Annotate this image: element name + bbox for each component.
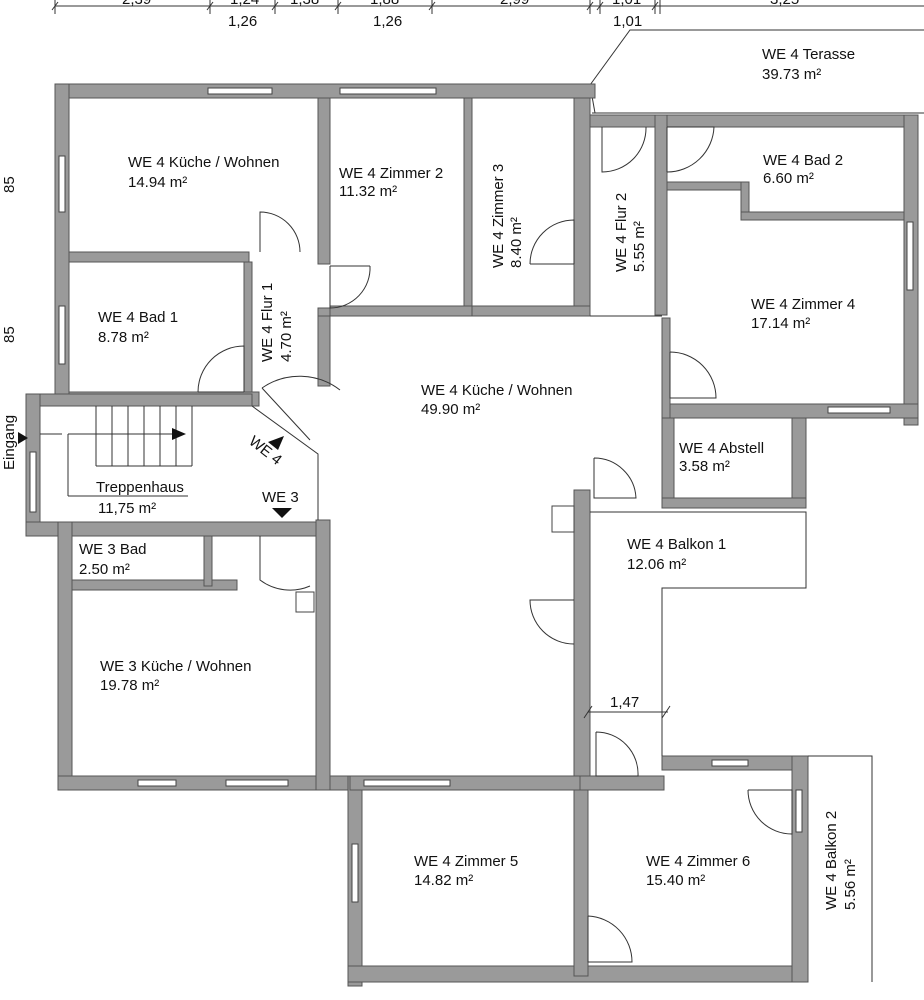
- unit-3-marker: WE 3: [262, 489, 299, 506]
- terrace-outline: [589, 29, 924, 114]
- dim-top-1: 2,39: [122, 0, 151, 8]
- svg-text:WE 4 Flur 2: WE 4 Flur 2: [613, 193, 630, 272]
- svg-text:WE 4 Zimmer 4: WE 4 Zimmer 4: [751, 296, 855, 313]
- svg-text:5.56 m²: 5.56 m²: [842, 859, 859, 910]
- dimension-lines: [51, 0, 924, 14]
- svg-text:15.40 m²: 15.40 m²: [646, 872, 705, 889]
- svg-text:14.94 m²: 14.94 m²: [128, 174, 187, 191]
- svg-text:WE 4 Bad 1: WE 4 Bad 1: [98, 309, 178, 326]
- svg-text:WE 4 Küche / Wohnen: WE 4 Küche / Wohnen: [128, 154, 279, 171]
- svg-text:6.60 m²: 6.60 m²: [763, 170, 814, 187]
- walls: [25, 83, 919, 987]
- dim-inner: 1,47: [610, 694, 639, 711]
- svg-text:17.14 m²: 17.14 m²: [751, 315, 810, 332]
- svg-text:WE 4 Zimmer 3: WE 4 Zimmer 3: [490, 164, 507, 268]
- svg-text:WE 4 Abstell: WE 4 Abstell: [679, 440, 764, 457]
- svg-text:WE 4 Zimmer 2: WE 4 Zimmer 2: [339, 165, 443, 182]
- svg-text:WE 4 Bad 2: WE 4 Bad 2: [763, 152, 843, 169]
- room-label-balkon-1: WE 4 Balkon 1 12.06 m²: [627, 536, 726, 573]
- svg-text:WE 3 Bad: WE 3 Bad: [79, 541, 147, 558]
- dim-second-3: 1,01: [613, 13, 642, 30]
- svg-text:11,75 m²: 11,75 m²: [98, 500, 156, 517]
- dim-left-1: 85: [1, 176, 18, 193]
- dim-top-7: 3,25: [770, 0, 799, 8]
- svg-text:14.82 m²: 14.82 m²: [414, 872, 473, 889]
- entrance-label: Eingang: [1, 415, 18, 470]
- room-label-zimmer-6: WE 4 Zimmer 6 15.40 m²: [646, 853, 750, 889]
- room-label-zimmer-2: WE 4 Zimmer 2 11.32 m²: [339, 165, 443, 200]
- room-label-we3-bad: WE 3 Bad 2.50 m²: [79, 541, 147, 578]
- windows: [29, 87, 914, 903]
- room-label-abstell: WE 4 Abstell 3.58 m²: [679, 440, 764, 475]
- room-label-zimmer-5: WE 4 Zimmer 5 14.82 m²: [414, 853, 518, 889]
- dim-top-2: 1,24: [230, 0, 259, 8]
- svg-text:WE 3 Küche / Wohnen: WE 3 Küche / Wohnen: [100, 658, 251, 675]
- svg-text:WE 4 Zimmer 5: WE 4 Zimmer 5: [414, 853, 518, 870]
- svg-text:WE 4 Zimmer 6: WE 4 Zimmer 6: [646, 853, 750, 870]
- svg-text:WE 4 Balkon 2: WE 4 Balkon 2: [823, 811, 840, 910]
- svg-text:WE 4 Küche / Wohnen: WE 4 Küche / Wohnen: [421, 382, 572, 399]
- svg-text:Treppenhaus: Treppenhaus: [96, 479, 184, 496]
- room-label-we3-kueche-wohnen: WE 3 Küche / Wohnen 19.78 m²: [100, 658, 251, 694]
- room-label-balkon-2: WE 4 Balkon 2 5.56 m²: [823, 811, 859, 910]
- room-label-terasse: WE 4 Terasse 39.73 m²: [762, 46, 855, 83]
- svg-text:WE 4 Flur 1: WE 4 Flur 1: [259, 283, 276, 362]
- room-label-flur-1: WE 4 Flur 1 4.70 m²: [259, 283, 295, 362]
- svg-text:4.70 m²: 4.70 m²: [278, 311, 295, 362]
- svg-text:WE 4 Balkon 1: WE 4 Balkon 1: [627, 536, 726, 553]
- svg-text:2.50 m²: 2.50 m²: [79, 561, 130, 578]
- balcony-outlines: [583, 315, 873, 982]
- room-label-bad-1: WE 4 Bad 1 8.78 m²: [98, 309, 178, 346]
- room-area: 39.73 m²: [762, 66, 821, 83]
- dim-top-4: 1,88: [370, 0, 399, 8]
- dim-top-6: 1,01: [612, 0, 641, 8]
- svg-text:49.90 m²: 49.90 m²: [421, 401, 480, 418]
- room-label-zimmer-4: WE 4 Zimmer 4 17.14 m²: [751, 296, 855, 332]
- svg-text:11.32 m²: 11.32 m²: [339, 183, 397, 200]
- room-label-zimmer-3: WE 4 Zimmer 3 8.40 m²: [490, 164, 525, 268]
- svg-text:8.40 m²: 8.40 m²: [508, 217, 525, 268]
- svg-text:3.58 m²: 3.58 m²: [679, 458, 730, 475]
- dim-top-5: 2,99: [500, 0, 529, 8]
- dim-left-2: 85: [1, 326, 18, 343]
- dim-top-3: 1,38: [290, 0, 319, 8]
- room-label-flur-2: WE 4 Flur 2 5.55 m²: [613, 193, 648, 272]
- room-label-bad-2: WE 4 Bad 2 6.60 m²: [763, 152, 843, 187]
- svg-text:8.78 m²: 8.78 m²: [98, 329, 149, 346]
- room-label-kueche-wohnen-1: WE 4 Küche / Wohnen 14.94 m²: [128, 154, 279, 191]
- svg-text:12.06 m²: 12.06 m²: [627, 556, 686, 573]
- room-label-kueche-wohnen-2: WE 4 Küche / Wohnen 49.90 m²: [421, 382, 572, 418]
- dim-second-1: 1,26: [228, 13, 257, 30]
- staircase: [18, 405, 319, 520]
- svg-text:5.55 m²: 5.55 m²: [631, 221, 648, 272]
- svg-text:19.78 m²: 19.78 m²: [100, 677, 159, 694]
- dim-second-2: 1,26: [373, 13, 402, 30]
- room-name: WE 4 Terasse: [762, 46, 855, 63]
- doors: [197, 126, 793, 963]
- room-label-treppenhaus: Treppenhaus 11,75 m²: [96, 479, 184, 517]
